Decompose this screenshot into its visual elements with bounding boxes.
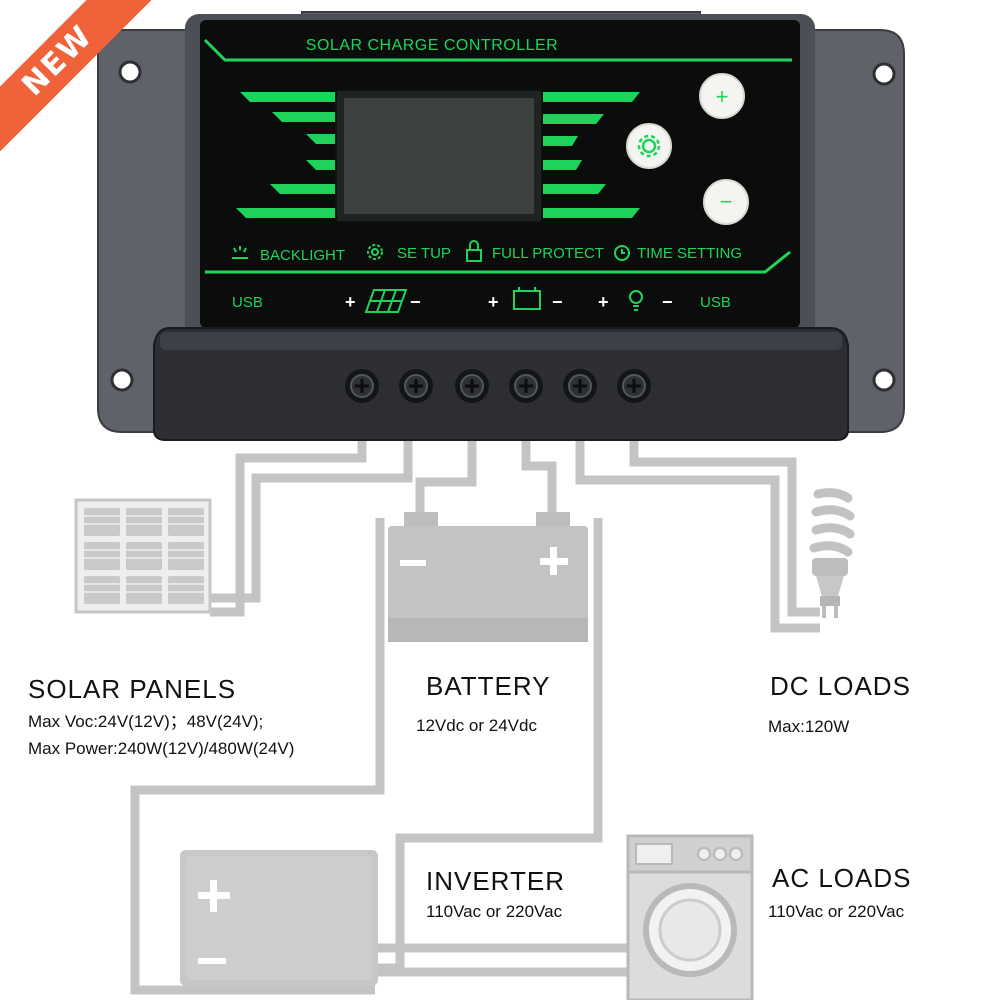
inverter-title: INVERTER	[426, 866, 565, 896]
label-backlight: BACKLIGHT	[260, 247, 345, 264]
solar-panel-image	[74, 498, 212, 614]
ac-loads-spec: 110Vac or 220Vac	[768, 902, 905, 921]
label-setup: SE TUP	[397, 245, 451, 262]
solar-plus-label: +	[345, 292, 356, 312]
accent-line-top	[203, 38, 792, 62]
solar-minus-label: −	[410, 292, 421, 312]
mount-hole-top-left	[118, 60, 142, 84]
label-time-setting: TIME SETTING	[637, 245, 742, 262]
solar-panels-power: Max Power:240W(12V)/480W(24V)	[28, 739, 295, 758]
stripes-left	[236, 92, 336, 218]
terminal-solar-positive	[345, 369, 379, 403]
usb-label-right: USB	[700, 294, 731, 311]
wire-load-negative	[629, 440, 820, 617]
inverter-minus-sign	[198, 958, 226, 964]
dc-loads-spec: Max:120W	[768, 717, 850, 736]
solar-panel-icon	[364, 289, 408, 313]
battery-image	[388, 512, 588, 642]
wire-load-positive	[575, 440, 820, 633]
backlight-icon	[232, 246, 248, 259]
lock-icon	[466, 240, 482, 262]
mount-hole-top-right	[872, 62, 896, 86]
battery-minus-sign	[400, 560, 426, 566]
stripes-right	[542, 92, 640, 218]
cfl-bulb-image	[809, 488, 855, 618]
gear-setup-icon	[367, 244, 383, 260]
terminal-block	[153, 327, 849, 441]
minus-button-label: −	[720, 189, 733, 214]
mount-hole-bottom-right	[872, 368, 896, 392]
wire-battery-positive	[415, 440, 477, 518]
terminal-solar-negative	[399, 369, 433, 403]
terminal-load-negative	[617, 369, 651, 403]
solar-panels-voc: Max Voc:24V(12V)；48V(24V);	[28, 712, 264, 731]
controller-title: SOLAR CHARGE CONTROLLER	[306, 37, 558, 54]
load-minus-label: −	[662, 292, 673, 312]
charge-controller: SOLAR CHARGE CONTROLLER BACKLIGHT SE TUP…	[97, 11, 905, 441]
bulb-icon	[629, 290, 643, 311]
wire-inverter-positive	[130, 518, 385, 995]
terminal-battery-positive	[455, 369, 489, 403]
washing-machine-image	[626, 834, 754, 1000]
lcd-screen	[344, 98, 534, 214]
wire-solar-positive	[210, 440, 367, 617]
solar-panels-title: SOLAR PANELS	[28, 674, 237, 704]
terminal-block-top	[160, 332, 842, 350]
inverter-spec: 110Vac or 220Vac	[426, 902, 563, 921]
ac-loads-title: AC LOADS	[772, 863, 912, 893]
setup-button[interactable]	[626, 123, 672, 169]
minus-button[interactable]	[703, 179, 749, 225]
terminal-battery-negative	[509, 369, 543, 403]
inverter-image	[180, 850, 378, 986]
wire-battery-negative	[521, 440, 557, 518]
mount-hole-bottom-left	[110, 368, 134, 392]
battery-plus-sign	[540, 547, 568, 575]
accent-line-bottom	[205, 250, 791, 274]
component-icons	[74, 488, 855, 1000]
battery-icon	[513, 287, 541, 310]
clock-icon	[614, 245, 630, 261]
wire-solar-negative	[210, 440, 413, 603]
dc-loads-title: DC LOADS	[770, 671, 911, 701]
battery-minus-label: −	[552, 292, 563, 312]
usb-label-left: USB	[232, 294, 263, 311]
terminal-screws	[345, 369, 651, 403]
battery-title: BATTERY	[426, 671, 551, 701]
load-plus-label: +	[598, 292, 609, 312]
plus-button-label: +	[716, 84, 729, 109]
inverter-plus-sign	[198, 880, 230, 912]
plus-button[interactable]	[699, 73, 745, 119]
gear-icon	[637, 134, 661, 158]
label-full-protect: FULL PROTECT	[492, 245, 604, 262]
terminal-load-positive	[563, 369, 597, 403]
battery-plus-label: +	[488, 292, 499, 312]
battery-spec: 12Vdc or 24Vdc	[416, 716, 537, 735]
